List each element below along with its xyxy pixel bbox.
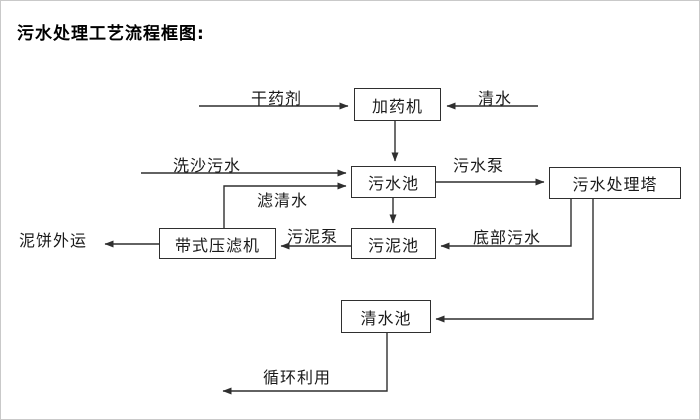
edge-label-sand-washing-sewage: 洗沙污水 xyxy=(173,156,242,175)
node-sewage-treatment-tower: 污水处理塔 xyxy=(549,167,681,199)
edge-label-bottom-sewage: 底部污水 xyxy=(473,228,542,247)
page-title: 污水处理工艺流程框图: xyxy=(17,24,205,44)
arrow-filtered-water-to-sewage-pool xyxy=(223,182,347,228)
node-belt-filter-press: 带式压滤机 xyxy=(159,228,276,259)
node-dosing-machine: 加药机 xyxy=(354,88,441,121)
edge-label-dry-chemical: 干药剂 xyxy=(251,89,303,108)
edge-label-mud-cake-outbound: 泥饼外运 xyxy=(19,231,88,250)
node-sewage-pool: 污水池 xyxy=(351,166,436,198)
arrow-tower-to-clean-water-pool xyxy=(435,199,594,323)
node-clean-water-pool: 清水池 xyxy=(341,300,431,333)
edge-label-sludge-pump: 污泥泵 xyxy=(287,227,339,246)
edge-label-recycling-use: 循环利用 xyxy=(263,368,332,387)
edge-label-clean-water: 清水 xyxy=(478,89,513,108)
edge-label-filtered-clean-water: 滤清水 xyxy=(257,191,309,210)
edge-label-sewage-pump: 污水泵 xyxy=(453,156,505,175)
arrow-bottom-sewage-to-sludge-pool xyxy=(440,199,572,250)
node-sludge-pool: 污泥池 xyxy=(351,228,436,259)
arrow-clean-water-pool-to-recycle xyxy=(222,333,388,395)
